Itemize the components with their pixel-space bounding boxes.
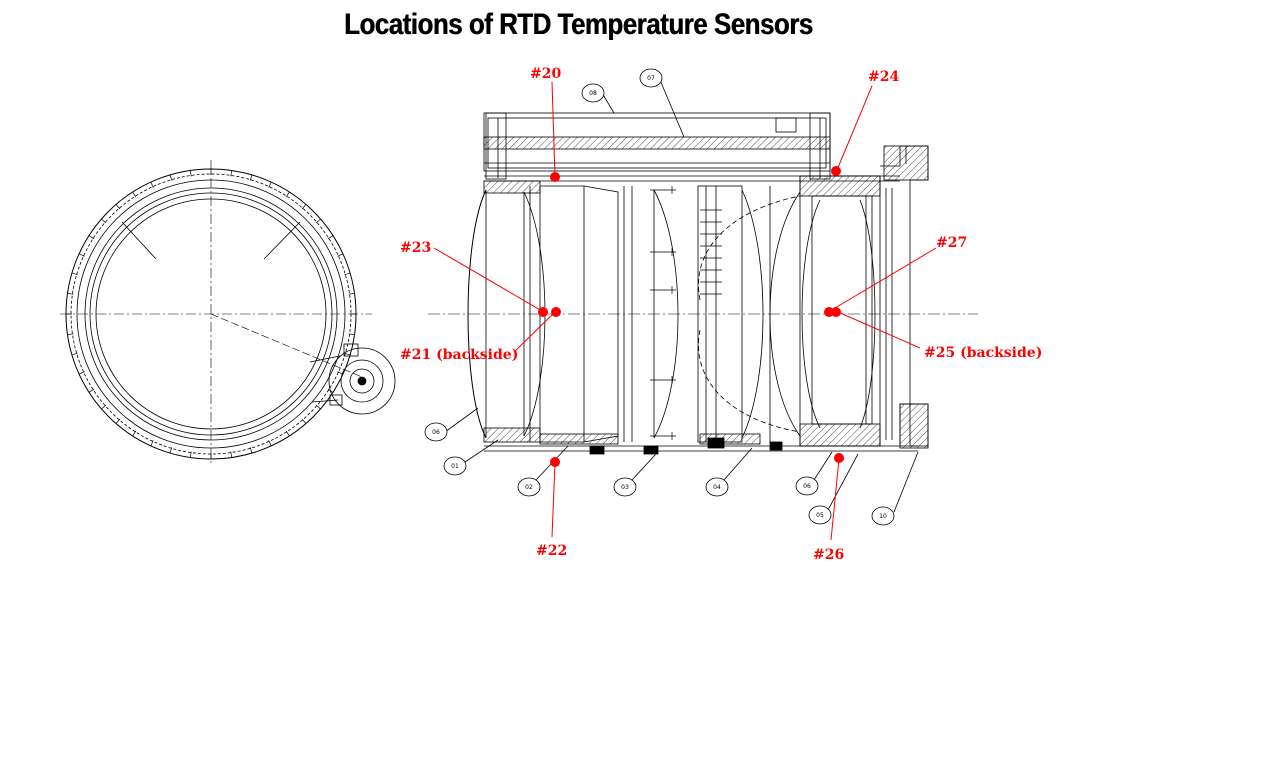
end-view [60,160,396,464]
svg-text:04: 04 [713,484,721,491]
bolt-mark [348,333,355,335]
bolt-mark [88,388,95,393]
sensor-25: #25 (backside) [831,307,1042,361]
svg-text:06: 06 [803,483,811,490]
bolt-mark [337,253,344,257]
bolt-mark [67,333,74,335]
part-label-06b: 06 [795,451,833,496]
svg-text:08: 08 [589,90,597,97]
bolt-mark [327,235,334,240]
svg-text:10: 10 [879,513,887,520]
part-label-10: 10 [871,451,919,526]
bolt-mark [344,272,351,276]
svg-text:#25 (backside): #25 (backside) [924,345,1042,361]
svg-text:#26: #26 [813,547,844,563]
bolt-mark [348,293,355,295]
svg-text:07: 07 [647,75,655,82]
bolt-mark [150,181,154,188]
bolt-mark [230,451,232,458]
bolt-mark [71,272,78,276]
part-label-01: 01 [443,439,499,476]
svg-text:02: 02 [525,484,533,491]
part-label-04: 04 [705,447,753,497]
part-label-05: 05 [808,453,859,525]
svg-text:01: 01 [451,463,459,470]
bolt-mark [190,170,192,177]
bolt-mark [101,218,107,224]
section-view [428,112,978,455]
part-label-07: 07 [639,68,685,138]
sensor-23: #23 [400,240,548,317]
sensor-21: #21 (backside) [400,307,561,363]
sensor-26: #26 [813,453,844,563]
svg-text:#22: #22 [536,543,567,559]
bolt-mark [169,174,173,181]
bolt-mark [301,418,307,424]
bolt-mark [78,371,85,375]
svg-text:#27: #27 [936,235,967,251]
bolt-mark [285,430,290,437]
bolt-mark [150,440,154,447]
svg-text:#24: #24 [868,69,899,85]
svg-text:05: 05 [816,512,824,519]
bolt-mark [268,440,272,447]
bolt-mark [78,253,85,257]
bolt-mark [249,174,253,181]
sensor-27: #27 [824,235,967,317]
svg-text:#23: #23 [400,240,431,256]
bolt-mark [88,235,95,240]
sensor-24: #24 [831,69,899,176]
bolt-mark [67,293,74,295]
part-label-02: 02 [517,445,569,497]
part-label-06: 06 [424,407,479,442]
bolt-mark [169,447,173,454]
bolt-mark [315,218,321,224]
bolt-mark [268,181,272,188]
bolt-mark [249,447,253,454]
sensor-20: #20 [530,66,561,182]
svg-text:#21 (backside): #21 (backside) [400,347,518,363]
bolt-mark [344,352,351,356]
bolt-mark [132,430,137,437]
bolt-mark [230,170,232,177]
bolt-mark [315,404,321,410]
bolt-ring [66,169,356,459]
sensor-22: #22 [536,457,567,559]
part-labels: 08 07 06 01 02 03 04 [424,68,919,526]
page-title: Locations of RTD Temperature Sensors [344,8,813,41]
bolt-mark [115,418,121,424]
svg-text:#20: #20 [530,66,561,82]
bolt-mark [71,352,78,356]
sensor-markers: #20 #21 (backside) #22 #23 #24 #25 (back… [400,66,1042,563]
bolt-mark [101,404,107,410]
part-label-03: 03 [613,453,657,497]
bolt-mark [132,191,137,198]
bolt-mark [301,204,307,210]
bolt-mark [115,204,121,210]
svg-text:03: 03 [621,484,629,491]
bolt-mark [285,191,290,198]
svg-text:06: 06 [432,429,440,436]
bolt-mark [190,451,192,458]
part-label-08: 08 [581,83,615,114]
